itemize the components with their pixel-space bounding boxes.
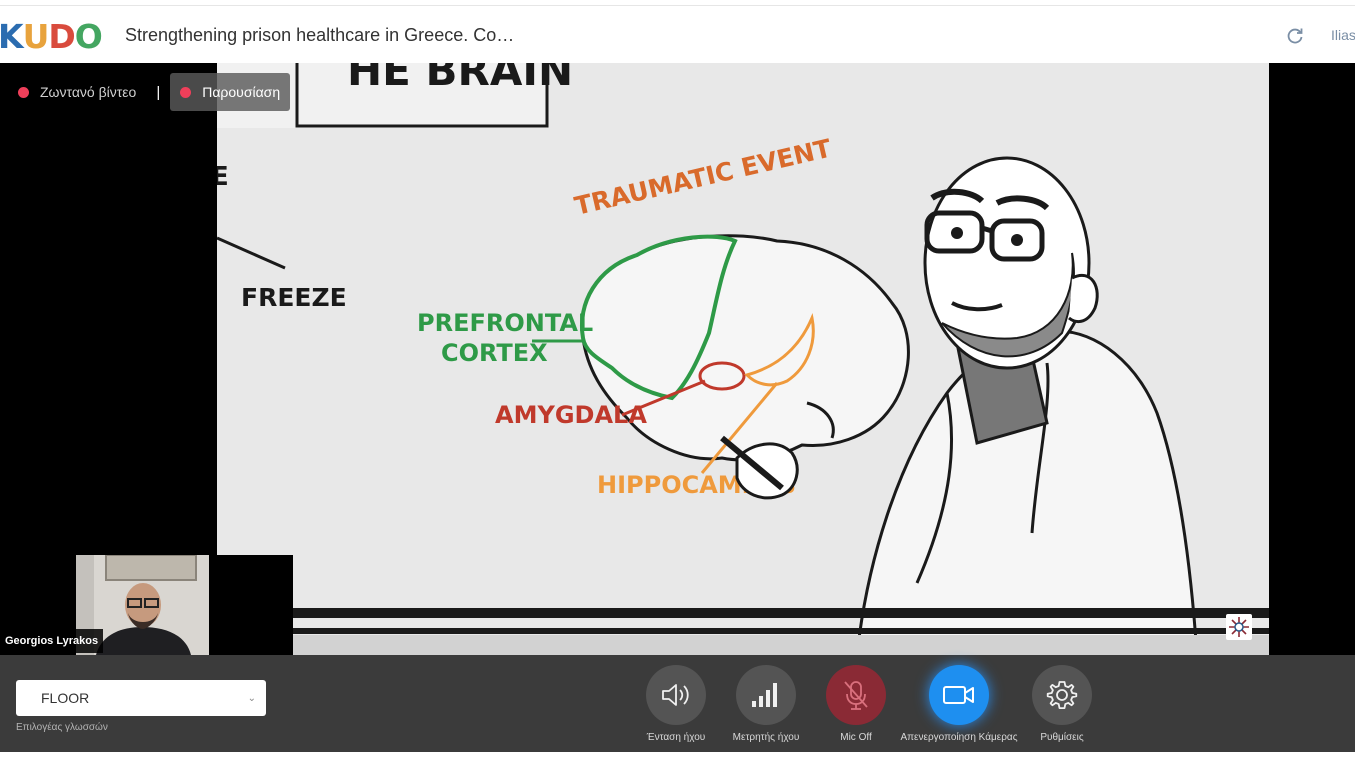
language-select-value: FLOOR bbox=[41, 690, 90, 706]
signal-bars-icon bbox=[752, 683, 777, 707]
meeting-title: Strengthening prison healthcare in Greec… bbox=[125, 25, 515, 45]
thumbnail-padding bbox=[209, 555, 293, 655]
volume-label: Ένταση ήχου bbox=[646, 732, 706, 743]
volume-button[interactable] bbox=[646, 665, 706, 725]
logo-letter-o: O bbox=[74, 16, 103, 56]
presentation-dot-icon bbox=[180, 86, 192, 98]
logo-letter-d: D bbox=[48, 16, 75, 56]
top-border bbox=[0, 0, 1355, 6]
camera-control: Απενεργοποίηση Κάμερας bbox=[899, 665, 1019, 745]
watermark-icon bbox=[1226, 614, 1252, 640]
mic-button[interactable] bbox=[826, 665, 886, 725]
speaker-name-label: Georgios Lyrakos bbox=[0, 629, 104, 653]
meter-label: Μετρητής ήχου bbox=[732, 732, 800, 743]
slide-text-cortex: CORTEX bbox=[441, 339, 548, 367]
source-toggle: Ζωντανό βίντεο | Παρουσίαση bbox=[8, 73, 291, 111]
logo-letter-u: U bbox=[22, 16, 50, 56]
language-select[interactable]: FLOOR ⌄ bbox=[16, 680, 266, 716]
live-video-tab[interactable]: Ζωντανό βίντεο bbox=[8, 73, 146, 111]
mic-label: Mic Off bbox=[840, 732, 872, 743]
presentation-video: HE BRAIN E FREEZE TRAUMATIC EVENT PREFRO… bbox=[217, 63, 1269, 655]
settings-control: Ρυθμίσεις bbox=[1002, 665, 1122, 745]
mic-off-icon bbox=[844, 681, 868, 710]
gear-icon bbox=[1046, 681, 1078, 709]
language-select-caption: Επιλογέας γλωσσών bbox=[16, 722, 108, 733]
slide-text-partial: E bbox=[217, 162, 229, 192]
speaker-icon bbox=[662, 684, 689, 706]
live-video-label: Ζωντανό βίντεο bbox=[40, 84, 137, 100]
presentation-label: Παρουσίαση bbox=[202, 84, 281, 100]
camera-label: Απενεργοποίηση Κάμερας bbox=[900, 732, 1018, 743]
reload-icon[interactable] bbox=[1285, 26, 1305, 46]
settings-label: Ρυθμίσεις bbox=[1040, 732, 1084, 743]
video-stage: HE BRAIN E FREEZE TRAUMATIC EVENT PREFRO… bbox=[0, 63, 1355, 655]
meter-control: Μετρητής ήχου bbox=[706, 665, 826, 745]
bottom-border bbox=[0, 752, 1355, 762]
control-bar: FLOOR ⌄ Επιλογέας γλωσσών Ένταση ήχου Με… bbox=[0, 655, 1355, 752]
toggle-separator: | bbox=[156, 83, 161, 101]
live-dot-icon bbox=[18, 86, 29, 98]
kudo-logo: K U D O bbox=[0, 16, 103, 56]
audio-meter-button[interactable] bbox=[736, 665, 796, 725]
slide-text-top: HE BRAIN bbox=[347, 63, 573, 95]
camera-button[interactable] bbox=[929, 665, 989, 725]
header: K U D O Strengthening prison healthcare … bbox=[0, 7, 1355, 63]
settings-button[interactable] bbox=[1032, 665, 1092, 725]
chevron-down-icon: ⌄ bbox=[247, 693, 256, 704]
slide-illustration: HE BRAIN E FREEZE TRAUMATIC EVENT PREFRO… bbox=[217, 63, 1269, 655]
volume-control: Ένταση ήχου bbox=[616, 665, 736, 745]
presentation-tab[interactable]: Παρουσίαση bbox=[170, 73, 291, 111]
mic-control: Mic Off bbox=[796, 665, 916, 745]
user-name[interactable]: Ilias bbox=[1331, 27, 1355, 43]
slide-text-freeze: FREEZE bbox=[241, 283, 347, 312]
slide-text-prefrontal: PREFRONTAL bbox=[417, 309, 593, 337]
logo-letter-k: K bbox=[0, 16, 24, 56]
slide-text-amygdala: AMYGDALA bbox=[495, 401, 647, 429]
speaker-video bbox=[76, 555, 209, 655]
video-camera-icon bbox=[943, 686, 974, 704]
